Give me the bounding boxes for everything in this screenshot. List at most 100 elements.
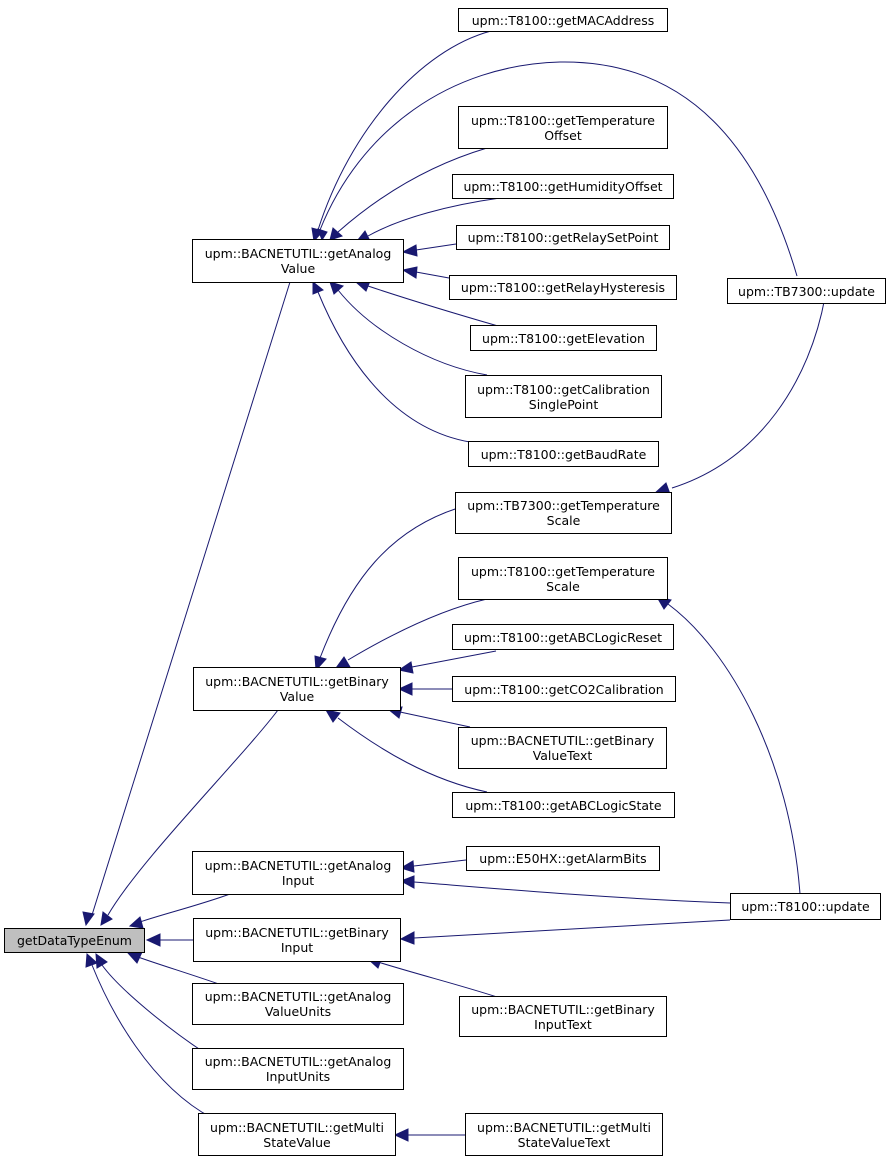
node-t8100-get-mac-address[interactable]: upm::T8100::getMACAddress <box>458 8 668 32</box>
edge <box>413 859 467 867</box>
edge <box>317 291 471 443</box>
node-get-analog-input[interactable]: upm::BACNETUTIL::getAnalog Input <box>192 851 404 895</box>
node-label: upm::T8100::getHumidityOffset <box>463 179 663 194</box>
node-label: upm::T8100::getElevation <box>482 330 645 346</box>
node-label: upm::T8100::getRelayHysteresis <box>460 280 666 295</box>
edge <box>317 30 492 231</box>
node-get-binary-value[interactable]: upm::BACNETUTIL::getBinary Value <box>193 667 401 711</box>
node-label: upm::BACNETUTIL::getBinary <box>205 674 389 689</box>
arrowhead <box>128 916 144 929</box>
node-t8100-get-elevation[interactable]: upm::T8100::getElevation <box>470 325 657 351</box>
node-label: upm::BACNETUTIL::getBinary <box>205 925 389 940</box>
node-label: upm::BACNETUTIL::getAnalog <box>204 1054 392 1069</box>
arrowhead <box>314 655 327 672</box>
node-label: Input <box>280 940 314 955</box>
edge <box>413 919 731 939</box>
node-t8100-get-humidity-offset[interactable]: upm::T8100::getHumidityOffset <box>452 174 674 199</box>
edge <box>367 197 501 237</box>
root-node-get-data-type-enum: getDataTypeEnum <box>4 928 145 953</box>
edge <box>319 61 798 277</box>
arrowhead <box>399 860 415 873</box>
node-label: StateValueText <box>517 1134 611 1150</box>
arrowhead <box>399 875 415 889</box>
node-get-multi-state-value-text[interactable]: upm::BACNETUTIL::getMulti StateValueText <box>465 1113 663 1156</box>
edge <box>319 507 459 659</box>
node-t8100-update[interactable]: upm::T8100::update <box>730 893 881 920</box>
node-label: upm::BACNETUTIL::getMulti <box>477 1119 651 1135</box>
arrowhead <box>329 281 344 295</box>
edge <box>667 603 801 895</box>
node-label: Scale <box>546 513 581 528</box>
node-label: upm::BACNETUTIL::getBinary <box>471 1001 655 1017</box>
node-get-analog-input-units[interactable]: upm::BACNETUTIL::getAnalog InputUnits <box>192 1048 404 1090</box>
node-get-binary-input[interactable]: upm::BACNETUTIL::getBinary Input <box>193 918 401 962</box>
node-label: ValueText <box>532 748 593 763</box>
edge <box>399 711 471 728</box>
node-label: upm::T8100::getTemperature <box>470 563 656 579</box>
arrowhead <box>126 951 143 964</box>
node-get-binary-input-text[interactable]: upm::BACNETUTIL::getBinary InputText <box>459 996 667 1037</box>
node-label: InputUnits <box>265 1069 331 1084</box>
edge <box>413 881 731 904</box>
node-label: Value <box>279 689 315 704</box>
node-t8100-get-temperature-offset[interactable]: upm::T8100::getTemperature Offset <box>458 106 668 149</box>
edge <box>415 271 450 279</box>
node-label: upm::E50HX::getAlarmBits <box>479 851 647 866</box>
edge <box>347 598 488 661</box>
node-label: upm::T8100::getMACAddress <box>471 12 655 28</box>
arrowhead <box>317 228 328 242</box>
edge <box>101 964 206 1054</box>
arrowhead <box>397 682 413 696</box>
node-t8100-get-temperature-scale[interactable]: upm::T8100::getTemperature Scale <box>458 557 668 600</box>
node-label: upm::BACNETUTIL::getAnalog <box>204 989 392 1004</box>
node-e50hx-get-alarm-bits[interactable]: upm::E50HX::getAlarmBits <box>466 846 660 871</box>
arrowhead <box>393 1128 409 1142</box>
node-label: ValueUnits <box>264 1004 332 1019</box>
node-label: Scale <box>546 578 580 594</box>
node-t8100-get-calibration-single-point[interactable]: upm::T8100::getCalibration SinglePoint <box>465 375 662 418</box>
node-label: upm::T8100::getABCLogicReset <box>463 629 663 645</box>
edge <box>415 243 457 251</box>
node-t8100-get-relay-hysteresis[interactable]: upm::T8100::getRelayHysteresis <box>449 275 677 300</box>
edge <box>337 147 488 233</box>
arrowhead <box>100 911 113 926</box>
node-label: getDataTypeEnum <box>16 933 132 948</box>
arrowhead <box>85 952 98 968</box>
node-t8100-get-abc-logic-state[interactable]: upm::T8100::getABCLogicState <box>452 792 675 818</box>
node-label: upm::TB7300::getTemperature <box>467 498 660 513</box>
arrowhead <box>401 244 418 257</box>
edge <box>91 964 213 1119</box>
edge <box>367 285 499 327</box>
node-label: upm::BACNETUTIL::getAnalog <box>204 246 392 261</box>
arrowhead <box>95 952 108 969</box>
arrowhead <box>329 227 343 241</box>
node-tb7300-get-temperature-scale[interactable]: upm::TB7300::getTemperature Scale <box>455 492 672 534</box>
node-get-analog-value[interactable]: upm::BACNETUTIL::getAnalog Value <box>192 239 404 283</box>
node-label: upm::T8100::getCalibration <box>477 381 650 397</box>
node-label: upm::T8100::getTemperature <box>470 112 656 128</box>
node-label: SinglePoint <box>528 396 599 412</box>
node-label: upm::BACNETUTIL::getBinary <box>470 733 655 748</box>
arrowhead <box>312 280 324 295</box>
arrowhead <box>399 931 415 945</box>
edge <box>139 893 231 923</box>
node-label: upm::T8100::getBaudRate <box>480 446 647 462</box>
edge <box>377 961 498 998</box>
node-label: upm::T8100::getABCLogicState <box>465 797 662 813</box>
node-label: Offset <box>544 127 582 143</box>
node-t8100-get-abc-logic-reset[interactable]: upm::T8100::getABCLogicReset <box>452 624 674 650</box>
arrowhead <box>401 266 418 279</box>
node-tb7300-update[interactable]: upm::TB7300::update <box>727 278 886 304</box>
node-get-multi-state-value[interactable]: upm::BACNETUTIL::getMulti StateValue <box>198 1113 396 1156</box>
node-get-binary-value-text[interactable]: upm::BACNETUTIL::getBinary ValueText <box>458 727 667 769</box>
node-label: upm::BACNETUTIL::getAnalog <box>204 858 392 873</box>
arrowhead <box>397 661 414 674</box>
edge <box>91 281 291 916</box>
node-t8100-get-co2-calibration[interactable]: upm::T8100::getCO2Calibration <box>452 676 676 702</box>
edge <box>337 717 488 793</box>
node-get-analog-value-units[interactable]: upm::BACNETUTIL::getAnalog ValueUnits <box>192 983 404 1025</box>
node-label: InputText <box>534 1016 592 1032</box>
node-t8100-get-baud-rate[interactable]: upm::T8100::getBaudRate <box>468 441 659 467</box>
node-t8100-get-relay-set-point[interactable]: upm::T8100::getRelaySetPoint <box>456 225 670 250</box>
